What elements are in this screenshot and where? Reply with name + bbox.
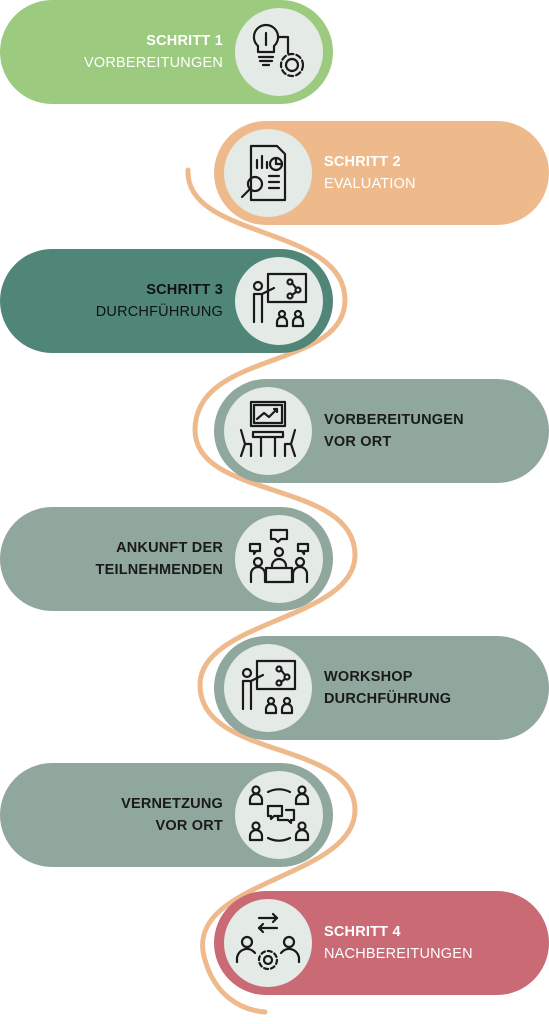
step-8-pill: SCHRITT 4 NACHBEREITUNGEN <box>214 891 549 995</box>
step-1-subtitle: VORBEREITUNGEN <box>84 55 223 71</box>
lightbulb-gear-icon <box>235 8 323 96</box>
group-discussion-icon <box>235 515 323 603</box>
step-1-pill: SCHRITT 1 VORBEREITUNGEN <box>0 0 333 104</box>
step-7-subtitle: VOR ORT <box>155 818 223 834</box>
step-5-pill: ANKUNFT DER TEILNEHMENDEN <box>0 507 333 611</box>
exchange-gear-icon <box>224 899 312 987</box>
step-4-title: VORBEREITUNGEN <box>324 412 464 428</box>
step-2-label: SCHRITT 2 EVALUATION <box>324 121 416 225</box>
step-8-subtitle: NACHBEREITUNGEN <box>324 946 473 962</box>
step-8-label: SCHRITT 4 NACHBEREITUNGEN <box>324 891 473 995</box>
step-2-subtitle: EVALUATION <box>324 176 416 192</box>
step-4-label: VORBEREITUNGEN VOR ORT <box>324 379 464 483</box>
report-magnifier-icon <box>224 129 312 217</box>
step-6-label: WORKSHOP DURCHFÜHRUNG <box>324 636 451 740</box>
networking-icon <box>235 771 323 859</box>
step-6-subtitle: DURCHFÜHRUNG <box>324 691 452 707</box>
step-5-subtitle: TEILNEHMENDEN <box>95 562 223 578</box>
meeting-room-icon <box>224 387 312 475</box>
step-4-subtitle: VOR ORT <box>324 434 392 450</box>
step-3-title: SCHRITT 3 <box>146 282 223 298</box>
step-3-subtitle: DURCHFÜHRUNG <box>95 304 223 320</box>
step-1-title: SCHRITT 1 <box>146 33 223 49</box>
step-1-label: SCHRITT 1 VORBEREITUNGEN <box>84 0 223 104</box>
step-6-title: WORKSHOP <box>324 669 413 685</box>
step-7-title: VERNETZUNG <box>121 796 223 812</box>
step-2-pill: SCHRITT 2 EVALUATION <box>214 121 549 225</box>
step-3-pill: SCHRITT 3 DURCHFÜHRUNG <box>0 249 333 353</box>
presenter-audience-icon <box>235 257 323 345</box>
step-8-title: SCHRITT 4 <box>324 924 401 940</box>
step-3-label: SCHRITT 3 DURCHFÜHRUNG <box>96 249 223 353</box>
step-4-pill: VORBEREITUNGEN VOR ORT <box>214 379 549 483</box>
step-6-pill: WORKSHOP DURCHFÜHRUNG <box>214 636 549 740</box>
presenter-audience-icon <box>224 644 312 732</box>
step-7-label: VERNETZUNG VOR ORT <box>121 763 223 867</box>
step-5-label: ANKUNFT DER TEILNEHMENDEN <box>96 507 223 611</box>
step-7-pill: VERNETZUNG VOR ORT <box>0 763 333 867</box>
step-2-title: SCHRITT 2 <box>324 154 401 170</box>
step-5-title: ANKUNFT DER <box>116 540 223 556</box>
